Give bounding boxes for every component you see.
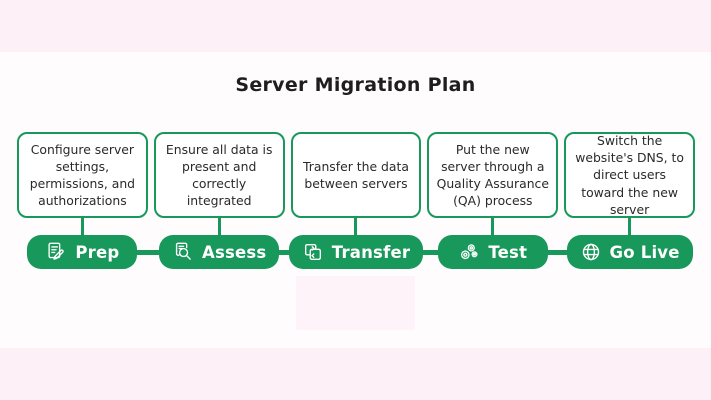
stage-label: Prep	[75, 242, 120, 262]
decorative-pink-rect	[296, 276, 415, 330]
stage-label: Go Live	[609, 242, 680, 262]
stage-prep: Configure server settings, permissions, …	[14, 132, 151, 269]
stage-pill-go-live: Go Live	[566, 235, 693, 269]
stage-description: Put the new server through a Quality Ass…	[436, 141, 549, 209]
box-to-pill-connector	[217, 218, 221, 235]
stage-pill-assess: Assess	[158, 235, 280, 269]
stage-label: Test	[488, 242, 528, 262]
stage-go-live: Switch the website's DNS, to direct user…	[561, 132, 698, 269]
stage-description-box: Configure server settings, permissions, …	[17, 132, 148, 218]
box-to-pill-connector	[491, 218, 495, 235]
stage-pill-test: Test	[437, 235, 548, 269]
stage-description-box: Transfer the data between servers	[290, 132, 422, 218]
stage-label: Assess	[201, 242, 267, 262]
stage-label: Transfer	[331, 242, 411, 262]
gears-icon	[458, 241, 480, 263]
box-to-pill-connector	[354, 218, 358, 235]
document-pencil-icon	[45, 241, 67, 263]
stage-description-box: Switch the website's DNS, to direct user…	[564, 132, 695, 218]
magnifier-document-icon	[172, 241, 194, 263]
page-title: Server Migration Plan	[235, 74, 476, 96]
stage-description: Transfer the data between servers	[303, 158, 409, 191]
top-pink-band	[0, 0, 711, 52]
stage-transfer: Transfer the data between servers Transf…	[288, 132, 425, 269]
stage-description: Configure server settings, permissions, …	[29, 141, 136, 209]
bottom-pink-band	[0, 348, 711, 400]
box-to-pill-connector	[80, 218, 84, 235]
box-to-pill-connector	[628, 218, 632, 235]
globe-icon	[580, 241, 602, 263]
stage-description: Switch the website's DNS, to direct user…	[575, 133, 684, 217]
stage-description: Ensure all data is present and correctly…	[165, 141, 273, 209]
stage-description-box: Ensure all data is present and correctly…	[153, 132, 285, 218]
stage-test: Put the new server through a Quality Ass…	[424, 132, 561, 269]
stage-description-box: Put the new server through a Quality Ass…	[427, 132, 559, 218]
stage-pill-prep: Prep	[27, 235, 138, 269]
stage-pill-transfer: Transfer	[288, 235, 424, 269]
swap-squares-icon	[302, 241, 324, 263]
stage-assess: Ensure all data is present and correctly…	[151, 132, 288, 269]
stages-row: Configure server settings, permissions, …	[14, 132, 698, 269]
